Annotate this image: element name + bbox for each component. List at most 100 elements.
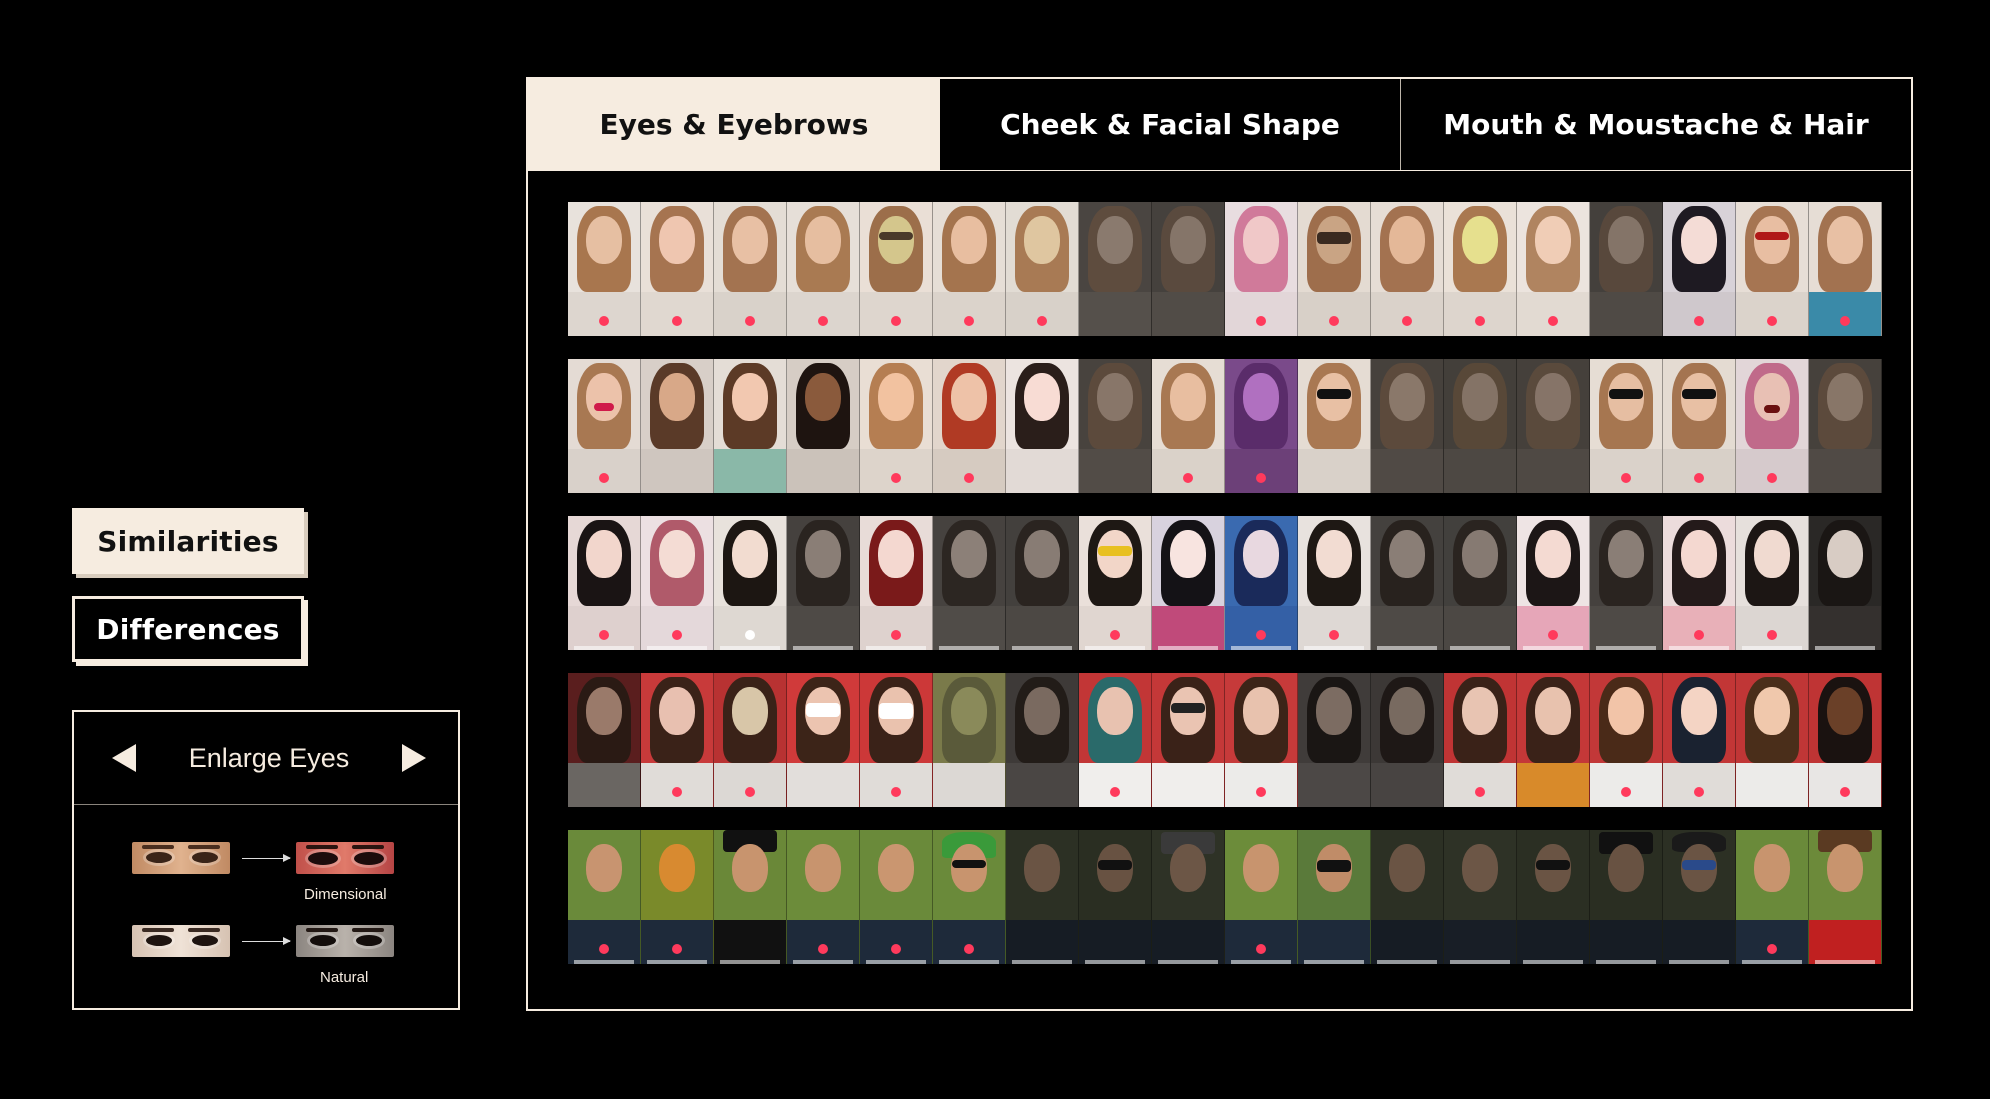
filter-screenshot[interactable] <box>1298 830 1371 964</box>
filter-screenshot[interactable] <box>787 673 860 807</box>
filter-screenshot[interactable] <box>1517 516 1590 650</box>
filter-screenshot[interactable] <box>1225 830 1298 964</box>
filter-screenshot[interactable] <box>860 830 933 964</box>
filter-screenshot[interactable] <box>714 830 787 964</box>
filter-screenshot[interactable] <box>1298 359 1371 493</box>
filter-screenshot[interactable] <box>1225 202 1298 336</box>
filter-screenshot[interactable] <box>1152 359 1225 493</box>
filter-screenshot[interactable] <box>1298 516 1371 650</box>
filter-screenshot[interactable] <box>1809 673 1882 807</box>
filter-screenshot[interactable] <box>1663 202 1736 336</box>
filter-screenshot[interactable] <box>1152 516 1225 650</box>
filter-screenshot[interactable] <box>933 202 1006 336</box>
filter-screenshot[interactable] <box>933 516 1006 650</box>
chevron-left-icon[interactable] <box>112 744 136 772</box>
filter-screenshot[interactable] <box>641 830 714 964</box>
filter-screenshot[interactable] <box>1590 516 1663 650</box>
filter-screenshot[interactable] <box>1590 359 1663 493</box>
tab-mouth-moustache-hair[interactable]: Mouth & Moustache & Hair <box>1443 108 1869 141</box>
filter-screenshot[interactable] <box>641 202 714 336</box>
filter-screenshot[interactable] <box>860 202 933 336</box>
filter-screenshot[interactable] <box>787 202 860 336</box>
filter-screenshot[interactable] <box>1663 673 1736 807</box>
filter-screenshot[interactable] <box>1006 830 1079 964</box>
filter-screenshot[interactable] <box>1006 516 1079 650</box>
tab-eyes-eyebrows[interactable]: Eyes & Eyebrows <box>528 79 940 170</box>
filter-screenshot[interactable] <box>787 830 860 964</box>
filter-screenshot[interactable] <box>714 673 787 807</box>
filter-screenshot[interactable] <box>1079 830 1152 964</box>
tab-cheek-facial-shape[interactable]: Cheek & Facial Shape <box>940 79 1401 170</box>
filter-screenshot[interactable] <box>568 830 641 964</box>
chevron-right-icon[interactable] <box>402 744 426 772</box>
filter-screenshot[interactable] <box>1736 516 1809 650</box>
filter-screenshot[interactable] <box>787 359 860 493</box>
filter-screenshot[interactable] <box>568 202 641 336</box>
filter-screenshot[interactable] <box>1736 202 1809 336</box>
filter-screenshot[interactable] <box>1006 202 1079 336</box>
filter-screenshot[interactable] <box>1590 830 1663 964</box>
eyes-original-thumbnail-2 <box>132 925 230 957</box>
filter-screenshot[interactable] <box>1079 516 1152 650</box>
filter-screenshot[interactable] <box>933 673 1006 807</box>
feature-title: Enlarge Eyes <box>188 742 350 773</box>
filter-screenshot[interactable] <box>1371 673 1444 807</box>
filter-screenshot[interactable] <box>1517 202 1590 336</box>
filter-screenshot[interactable] <box>787 516 860 650</box>
filter-screenshot[interactable] <box>1006 359 1079 493</box>
filter-screenshot[interactable] <box>1590 673 1663 807</box>
filter-screenshot[interactable] <box>1809 830 1882 964</box>
filter-screenshot[interactable] <box>641 673 714 807</box>
filter-screenshot[interactable] <box>1006 673 1079 807</box>
filter-screenshot[interactable] <box>1809 516 1882 650</box>
filter-screenshot[interactable] <box>1371 516 1444 650</box>
filter-screenshot[interactable] <box>1152 830 1225 964</box>
filter-screenshot[interactable] <box>1225 516 1298 650</box>
filter-screenshot[interactable] <box>1444 516 1517 650</box>
filter-screenshot[interactable] <box>1517 359 1590 493</box>
filter-screenshot[interactable] <box>1444 830 1517 964</box>
filter-screenshot[interactable] <box>1809 359 1882 493</box>
filter-screenshot[interactable] <box>1444 359 1517 493</box>
filter-screenshot[interactable] <box>1079 359 1152 493</box>
filter-screenshot[interactable] <box>1079 202 1152 336</box>
filter-screenshot[interactable] <box>1152 202 1225 336</box>
filter-screenshot[interactable] <box>1444 202 1517 336</box>
filter-screenshot[interactable] <box>1590 202 1663 336</box>
filter-screenshot[interactable] <box>1225 673 1298 807</box>
filter-screenshot[interactable] <box>1517 830 1590 964</box>
filter-screenshot[interactable] <box>641 359 714 493</box>
differences-button[interactable]: Differences <box>72 596 304 662</box>
filter-screenshot[interactable] <box>1152 673 1225 807</box>
filter-screenshot[interactable] <box>1371 202 1444 336</box>
filter-screenshot[interactable] <box>860 673 933 807</box>
filter-screenshot[interactable] <box>1736 359 1809 493</box>
filter-screenshot[interactable] <box>568 516 641 650</box>
filter-screenshot[interactable] <box>1517 673 1590 807</box>
filter-screenshot[interactable] <box>641 516 714 650</box>
screenshot-row-3 <box>568 516 1882 650</box>
filter-screenshot[interactable] <box>714 516 787 650</box>
filter-screenshot[interactable] <box>933 830 1006 964</box>
filter-screenshot[interactable] <box>714 202 787 336</box>
similarities-button[interactable]: Similarities <box>72 508 304 574</box>
filter-screenshot[interactable] <box>1736 673 1809 807</box>
filter-screenshot[interactable] <box>714 359 787 493</box>
filter-screenshot[interactable] <box>1371 359 1444 493</box>
filter-screenshot[interactable] <box>1663 359 1736 493</box>
filter-screenshot[interactable] <box>568 673 641 807</box>
filter-screenshot[interactable] <box>1298 202 1371 336</box>
filter-screenshot[interactable] <box>568 359 641 493</box>
filter-screenshot[interactable] <box>1736 830 1809 964</box>
filter-screenshot[interactable] <box>1371 830 1444 964</box>
filter-screenshot[interactable] <box>1663 516 1736 650</box>
filter-screenshot[interactable] <box>860 359 933 493</box>
filter-screenshot[interactable] <box>933 359 1006 493</box>
filter-screenshot[interactable] <box>1809 202 1882 336</box>
filter-screenshot[interactable] <box>1225 359 1298 493</box>
filter-screenshot[interactable] <box>1444 673 1517 807</box>
filter-screenshot[interactable] <box>860 516 933 650</box>
filter-screenshot[interactable] <box>1298 673 1371 807</box>
filter-screenshot[interactable] <box>1663 830 1736 964</box>
filter-screenshot[interactable] <box>1079 673 1152 807</box>
